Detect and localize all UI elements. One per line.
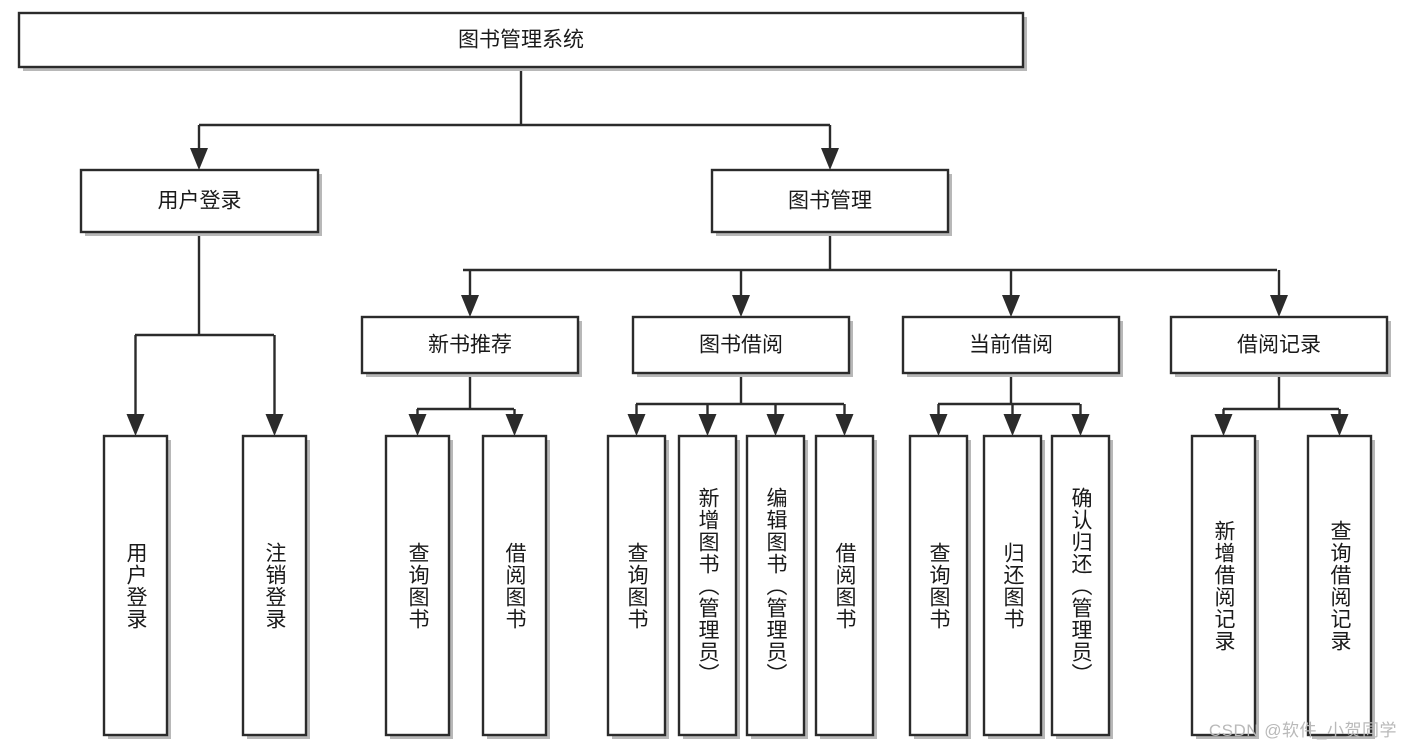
node-leaf-borrow-book-1 — [481, 434, 548, 737]
node-borrow-record — [1169, 315, 1389, 375]
node-label-user-login: 用户登录 — [158, 190, 242, 213]
node-leaf-query-book-1 — [384, 434, 451, 737]
node-leaf-query-book-2 — [606, 434, 667, 737]
node-current-borrow — [901, 315, 1121, 375]
arrow-head-icon — [1071, 414, 1090, 436]
arrow-head-icon — [190, 148, 208, 170]
node-leaf-user-login — [102, 434, 169, 737]
connector-layer — [126, 67, 1349, 436]
arrow-head-icon — [1330, 414, 1349, 436]
arrow-head-icon — [821, 148, 839, 170]
node-leaf-return-book — [982, 434, 1043, 737]
arrow-head-icon — [1003, 414, 1022, 436]
arrow-head-icon — [1002, 295, 1020, 317]
node-label-borrow-record: 借阅记录 — [1237, 334, 1321, 357]
node-new-book-recommend — [360, 315, 580, 375]
arrow-head-icon — [766, 414, 785, 436]
node-label-current-borrow: 当前借阅 — [969, 334, 1053, 357]
arrow-head-icon — [408, 414, 427, 436]
arrow-head-icon — [1270, 295, 1288, 317]
node-leaf-query-book-3 — [908, 434, 969, 737]
node-user-login — [79, 168, 320, 234]
watermark-text: CSDN @软件_小贺同学 — [1208, 721, 1397, 740]
node-root — [17, 11, 1025, 69]
node-label-new-book-recommend: 新书推荐 — [428, 334, 512, 357]
arrow-head-icon — [835, 414, 854, 436]
node-label-book-borrow: 图书借阅 — [699, 334, 783, 357]
arrow-head-icon — [505, 414, 524, 436]
arrow-head-icon — [1214, 414, 1233, 436]
arrow-head-icon — [461, 295, 479, 317]
arrow-head-icon — [126, 414, 145, 436]
node-leaf-borrow-book-2 — [814, 434, 875, 737]
arrow-head-icon — [929, 414, 948, 436]
node-leaf-logout — [241, 434, 308, 737]
node-book-borrow — [631, 315, 851, 375]
arrow-head-icon — [627, 414, 646, 436]
arrow-head-icon — [265, 414, 284, 436]
node-leaf-add-record — [1190, 434, 1257, 737]
node-leaf-query-record — [1306, 434, 1373, 737]
node-book-manage — [710, 168, 950, 234]
node-label-book-manage: 图书管理 — [788, 190, 872, 213]
arrow-head-icon — [698, 414, 717, 436]
node-label-root: 图书管理系统 — [458, 29, 584, 52]
node-leaf-add-book — [677, 434, 738, 737]
node-layer — [17, 11, 1391, 739]
node-leaf-confirm-return — [1050, 434, 1111, 737]
node-leaf-edit-book — [745, 434, 806, 737]
arrow-head-icon — [732, 295, 750, 317]
